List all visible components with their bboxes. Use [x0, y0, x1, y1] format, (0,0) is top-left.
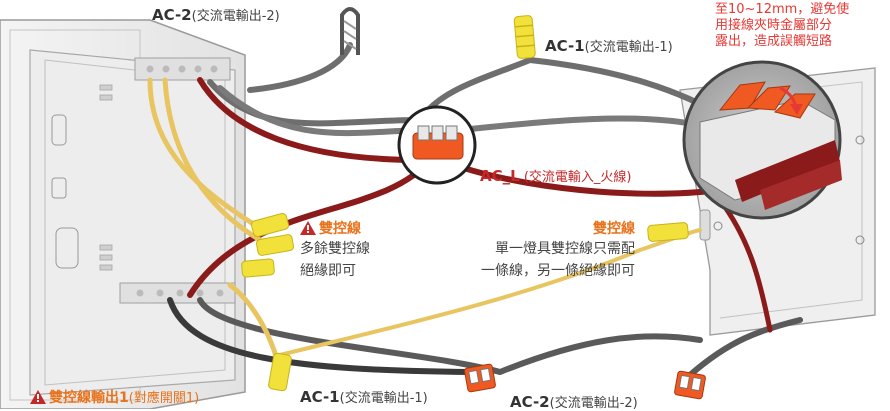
note-line: 至10~12mm，避免使 [715, 2, 850, 17]
acl-label: AC_L (交流電輸入_火線) [480, 167, 632, 185]
bottom-connector-ac2 [674, 370, 706, 400]
lever-connector-icon [412, 125, 464, 160]
ac2-top-label: AC-2(交流電輸出-2) [152, 6, 280, 24]
warning-icon [300, 221, 316, 235]
left-traveler-note: 雙控線 多餘雙控線 絕緣即可 [300, 221, 370, 279]
ac2-bottom-label: AC-2(交流電輸出-2) [510, 393, 638, 411]
switch-frame [0, 19, 246, 409]
bottom-connector-ac1 [464, 363, 496, 393]
ac1-top-label: AC-1(交流電輸出-1) [545, 37, 673, 55]
strip-length-note: 至10~12mm，避免使 用接線夾時金屬部分 露出，造成誤觸短路 [715, 2, 849, 50]
note-line: 用接線夾時金屬部分 [715, 18, 833, 33]
note-line: 露出，造成誤觸短路 [715, 34, 833, 49]
center-connector [397, 105, 477, 185]
zoom-inset [682, 60, 842, 220]
wire-caps [241, 7, 689, 392]
warning-icon [30, 390, 46, 404]
right-traveler-note: 雙控線 單一燈具雙控線只需配 一條線，另一條絕緣即可 [481, 221, 635, 279]
ac1-bottom-label: AC-1(交流電輸出-1) [300, 388, 428, 406]
rotate-arrow-icon [779, 86, 803, 115]
bottom-traveler-label: 雙控線輸出1(對應開關1) [30, 387, 199, 407]
